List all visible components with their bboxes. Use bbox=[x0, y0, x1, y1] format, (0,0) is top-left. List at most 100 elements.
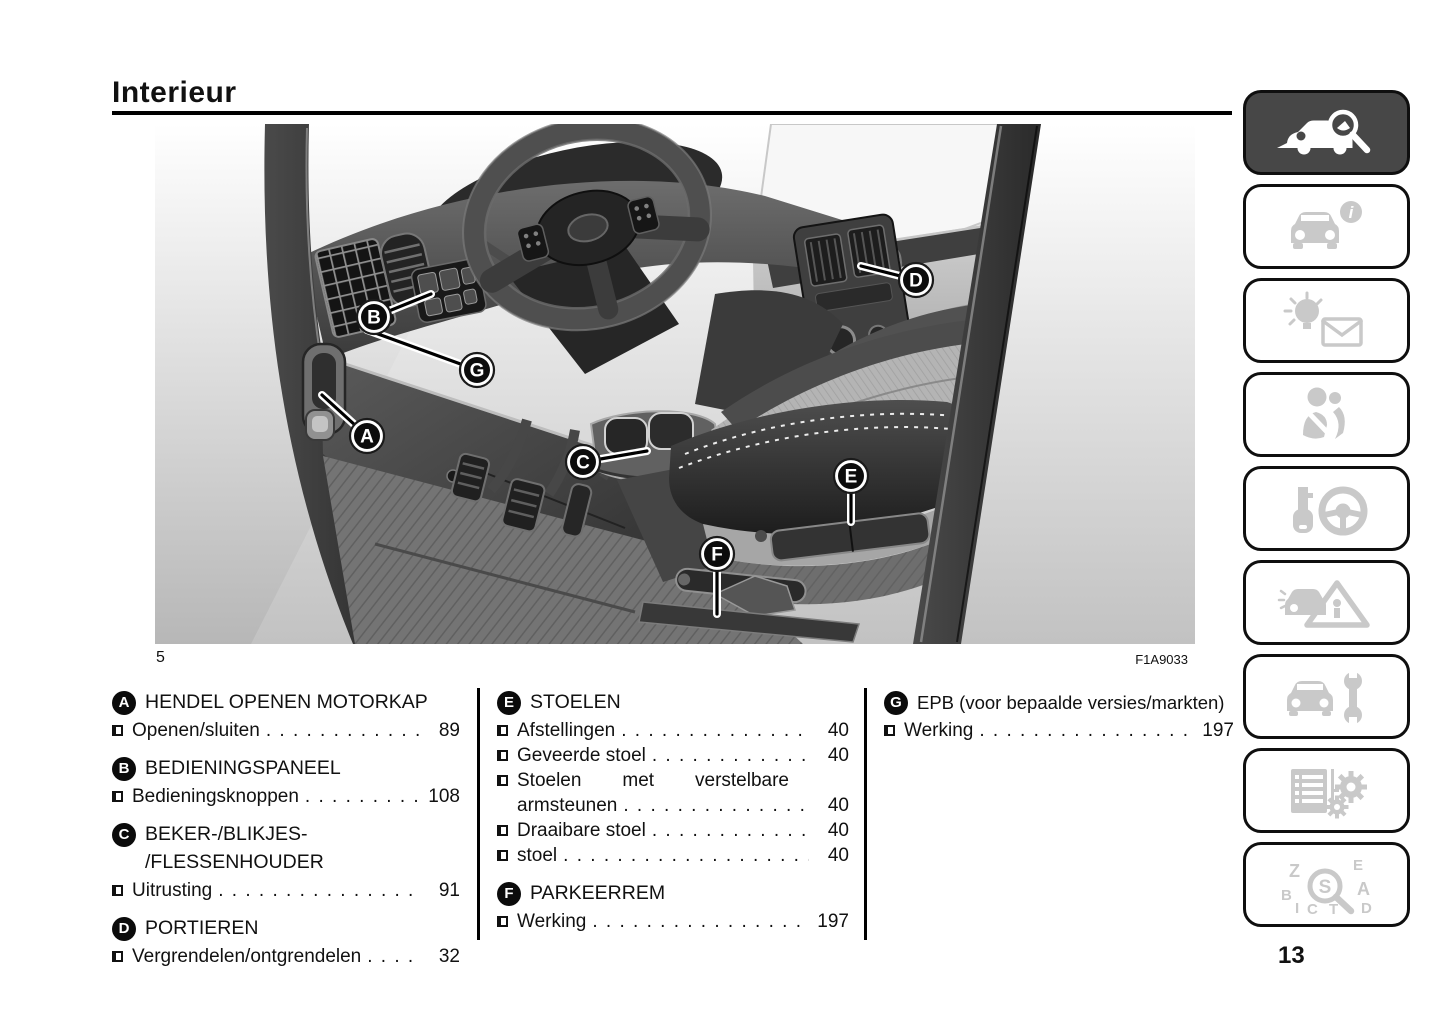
car-info-icon: i bbox=[1290, 200, 1362, 249]
car-warning-triangle-icon bbox=[1277, 579, 1370, 628]
entry-bullet-icon bbox=[884, 725, 895, 736]
car-wrench-icon bbox=[1286, 669, 1362, 725]
toc-entry[interactable]: Werking197 bbox=[497, 909, 849, 934]
callout-marker: F bbox=[497, 881, 521, 906]
page-ref: 32 bbox=[438, 946, 460, 967]
dot-leader bbox=[979, 718, 1194, 743]
callout-marker: A bbox=[112, 690, 136, 715]
figure-number: 5 bbox=[156, 649, 165, 666]
entry-bullet-icon bbox=[497, 825, 508, 836]
callout-C: C bbox=[564, 443, 602, 481]
dot-leader bbox=[652, 818, 809, 843]
chapter-sidebar: i bbox=[1243, 90, 1410, 936]
toc-entry-continued[interactable]: armsteunen40 bbox=[517, 793, 849, 818]
svg-text:A: A bbox=[360, 427, 374, 448]
sidebar-tab-safety[interactable] bbox=[1243, 372, 1410, 457]
sidebar-tab-vehicle-interior-overview[interactable] bbox=[1243, 90, 1410, 175]
toc-entry[interactable]: Werking197 bbox=[884, 718, 1234, 743]
svg-text:T: T bbox=[1329, 901, 1338, 915]
column-divider bbox=[864, 688, 867, 940]
toc-entry[interactable]: Vergrendelen/ontgrendelen32 bbox=[112, 944, 460, 969]
section-title: HENDEL OPENEN MOTORKAP bbox=[145, 691, 428, 713]
dot-leader bbox=[266, 718, 420, 743]
dot-leader bbox=[621, 718, 809, 743]
section-title: EPB (voor bepaalde versies/markten) bbox=[917, 692, 1225, 713]
toc-entry[interactable]: Uitrusting91 bbox=[112, 878, 460, 903]
sidebar-tab-warning-lights-and-messages[interactable] bbox=[1243, 278, 1410, 363]
svg-text:B: B bbox=[367, 308, 381, 329]
callout-G: G bbox=[458, 351, 496, 389]
sidebar-tab-dashboard-and-controls[interactable]: i bbox=[1243, 184, 1410, 269]
floor bbox=[323, 456, 803, 644]
dot-leader bbox=[305, 784, 420, 809]
svg-text:D: D bbox=[1361, 900, 1372, 915]
passenger-seat bbox=[638, 300, 1007, 643]
callouts: A B G C D E F bbox=[318, 261, 935, 618]
page-ref: 40 bbox=[827, 745, 849, 766]
svg-text:S: S bbox=[1318, 877, 1331, 898]
dot-leader bbox=[592, 909, 809, 934]
title-rule bbox=[112, 111, 1232, 115]
dot-leader bbox=[218, 878, 420, 903]
toc-entry[interactable]: Draaibare stoel40 bbox=[497, 818, 849, 843]
interior-illustration: A B G C D E F bbox=[155, 124, 1195, 644]
section-title: BEDIENINGSPANEEL bbox=[145, 757, 341, 779]
page-ref: 40 bbox=[827, 720, 849, 741]
toc-column-1: A HENDEL OPENEN MOTORKAP Openen/sluiten89… bbox=[112, 690, 460, 982]
entry-bullet-icon bbox=[497, 775, 508, 786]
toc-entry[interactable]: Openen/sluiten89 bbox=[112, 718, 460, 743]
entry-bullet-icon bbox=[497, 725, 508, 736]
toc-entry[interactable]: Bedieningsknoppen108 bbox=[112, 784, 460, 809]
cab-interior-drawing: A B G C D E F bbox=[155, 124, 1195, 644]
spec-sheet-gears-icon bbox=[1290, 768, 1367, 818]
page-title: Interieur bbox=[112, 76, 237, 109]
page-ref: 197 bbox=[817, 911, 849, 932]
column-divider bbox=[477, 688, 480, 940]
toc-entry[interactable]: stoel40 bbox=[497, 843, 849, 868]
svg-text:A: A bbox=[1357, 879, 1370, 899]
entry-bullet-icon bbox=[497, 850, 508, 861]
b-pillar bbox=[913, 124, 1041, 644]
sidebar-tab-starting-and-driving[interactable] bbox=[1243, 466, 1410, 551]
section-title: PARKEERREM bbox=[530, 882, 666, 904]
callout-marker: C bbox=[112, 822, 136, 847]
toc-section-f: F PARKEERREM Werking197 bbox=[497, 881, 849, 934]
toc-entry[interactable]: Afstellingen40 bbox=[497, 718, 849, 743]
car-magnifier-icon bbox=[1276, 109, 1370, 154]
svg-text:C: C bbox=[576, 453, 590, 474]
callout-D: D bbox=[897, 261, 935, 299]
page-ref: 108 bbox=[428, 786, 460, 807]
entry-bullet-icon bbox=[112, 951, 123, 962]
callout-A: A bbox=[348, 417, 386, 455]
callout-F: F bbox=[698, 535, 736, 573]
section-title: BEKER-/BLIKJES- bbox=[145, 823, 308, 845]
page-ref: 40 bbox=[827, 795, 849, 816]
entry-bullet-icon bbox=[112, 725, 123, 736]
sidebar-tab-alphabetical-index[interactable]: Z E B A I C T D S bbox=[1243, 842, 1410, 927]
page-ref: 40 bbox=[827, 845, 849, 866]
figure-code: F1A9033 bbox=[1135, 652, 1188, 667]
page-ref: 89 bbox=[438, 720, 460, 741]
svg-text:E: E bbox=[845, 467, 858, 488]
index-letters-magnifier-icon: Z E B A I C T D S bbox=[1281, 857, 1372, 915]
page-ref: 197 bbox=[1202, 720, 1234, 741]
dot-leader bbox=[652, 743, 809, 768]
toc-entry[interactable]: Geveerde stoel40 bbox=[497, 743, 849, 768]
svg-text:G: G bbox=[470, 361, 485, 382]
toc-section-a: A HENDEL OPENEN MOTORKAP Openen/sluiten89 bbox=[112, 690, 460, 743]
sidebar-tab-in-an-emergency[interactable] bbox=[1243, 560, 1410, 645]
svg-text:F: F bbox=[711, 545, 723, 566]
light-and-envelope-icon bbox=[1283, 291, 1363, 347]
sidebar-tab-servicing-and-maintenance[interactable] bbox=[1243, 654, 1410, 739]
entry-bullet-icon bbox=[497, 750, 508, 761]
toc-entry[interactable]: Stoelen met verstelbare bbox=[497, 768, 849, 793]
sidebar-tab-technical-data[interactable] bbox=[1243, 748, 1410, 833]
callout-E: E bbox=[832, 457, 870, 495]
callout-marker: E bbox=[497, 690, 521, 715]
dot-leader bbox=[367, 944, 420, 969]
